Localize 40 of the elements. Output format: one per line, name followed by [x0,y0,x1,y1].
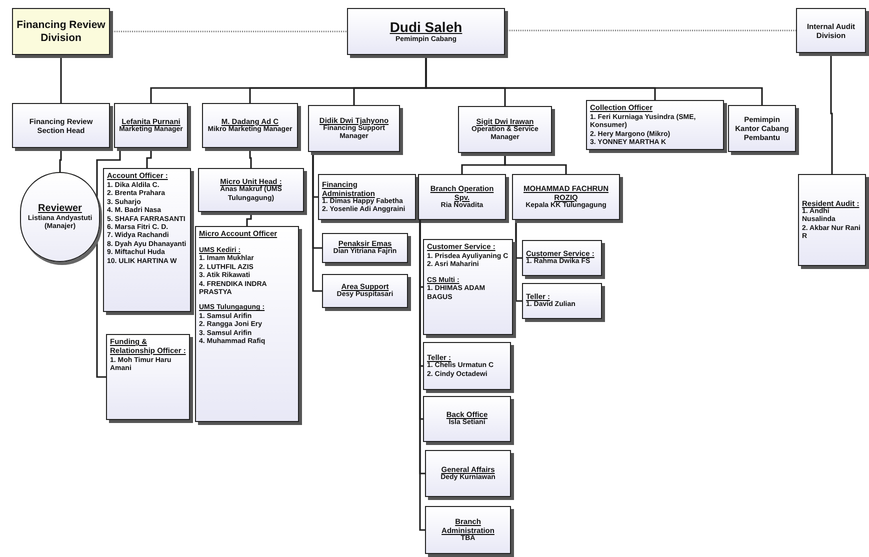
org-box [106,334,190,420]
org-box [423,239,513,335]
org-box [522,283,602,319]
connector-line [830,53,833,174]
connector-line [419,220,425,531]
org-box [322,233,408,263]
org-box [322,274,408,308]
org-box [728,105,796,152]
org-box [202,103,298,148]
org-box [308,105,400,152]
org-box [522,240,602,276]
org-box [347,8,505,55]
connector-line [246,212,252,226]
org-box [512,174,620,220]
org-box [423,342,511,390]
org-box [425,506,511,554]
connector-line [515,220,522,302]
heading-text: Financing Review Division [16,18,106,44]
org-box [318,174,416,220]
org-box [458,106,552,153]
connector-line [146,148,152,168]
connector-line [425,55,763,105]
org-box [12,103,110,148]
org-box [103,168,191,312]
connector-line [504,153,567,174]
heading-text: Dudi Saleh [390,18,462,36]
org-box [425,450,511,497]
org-box [423,396,511,442]
org-box [195,226,299,422]
org-box [796,8,866,53]
org-box [198,168,304,212]
org-box [798,174,866,266]
connector-line [312,152,322,292]
connector-line [60,55,62,103]
org-box [114,103,188,148]
org-box [586,100,724,150]
heading-text: Reviewer [38,202,82,214]
connector-line [249,148,252,168]
org-box [12,8,110,55]
org-box [418,174,506,220]
